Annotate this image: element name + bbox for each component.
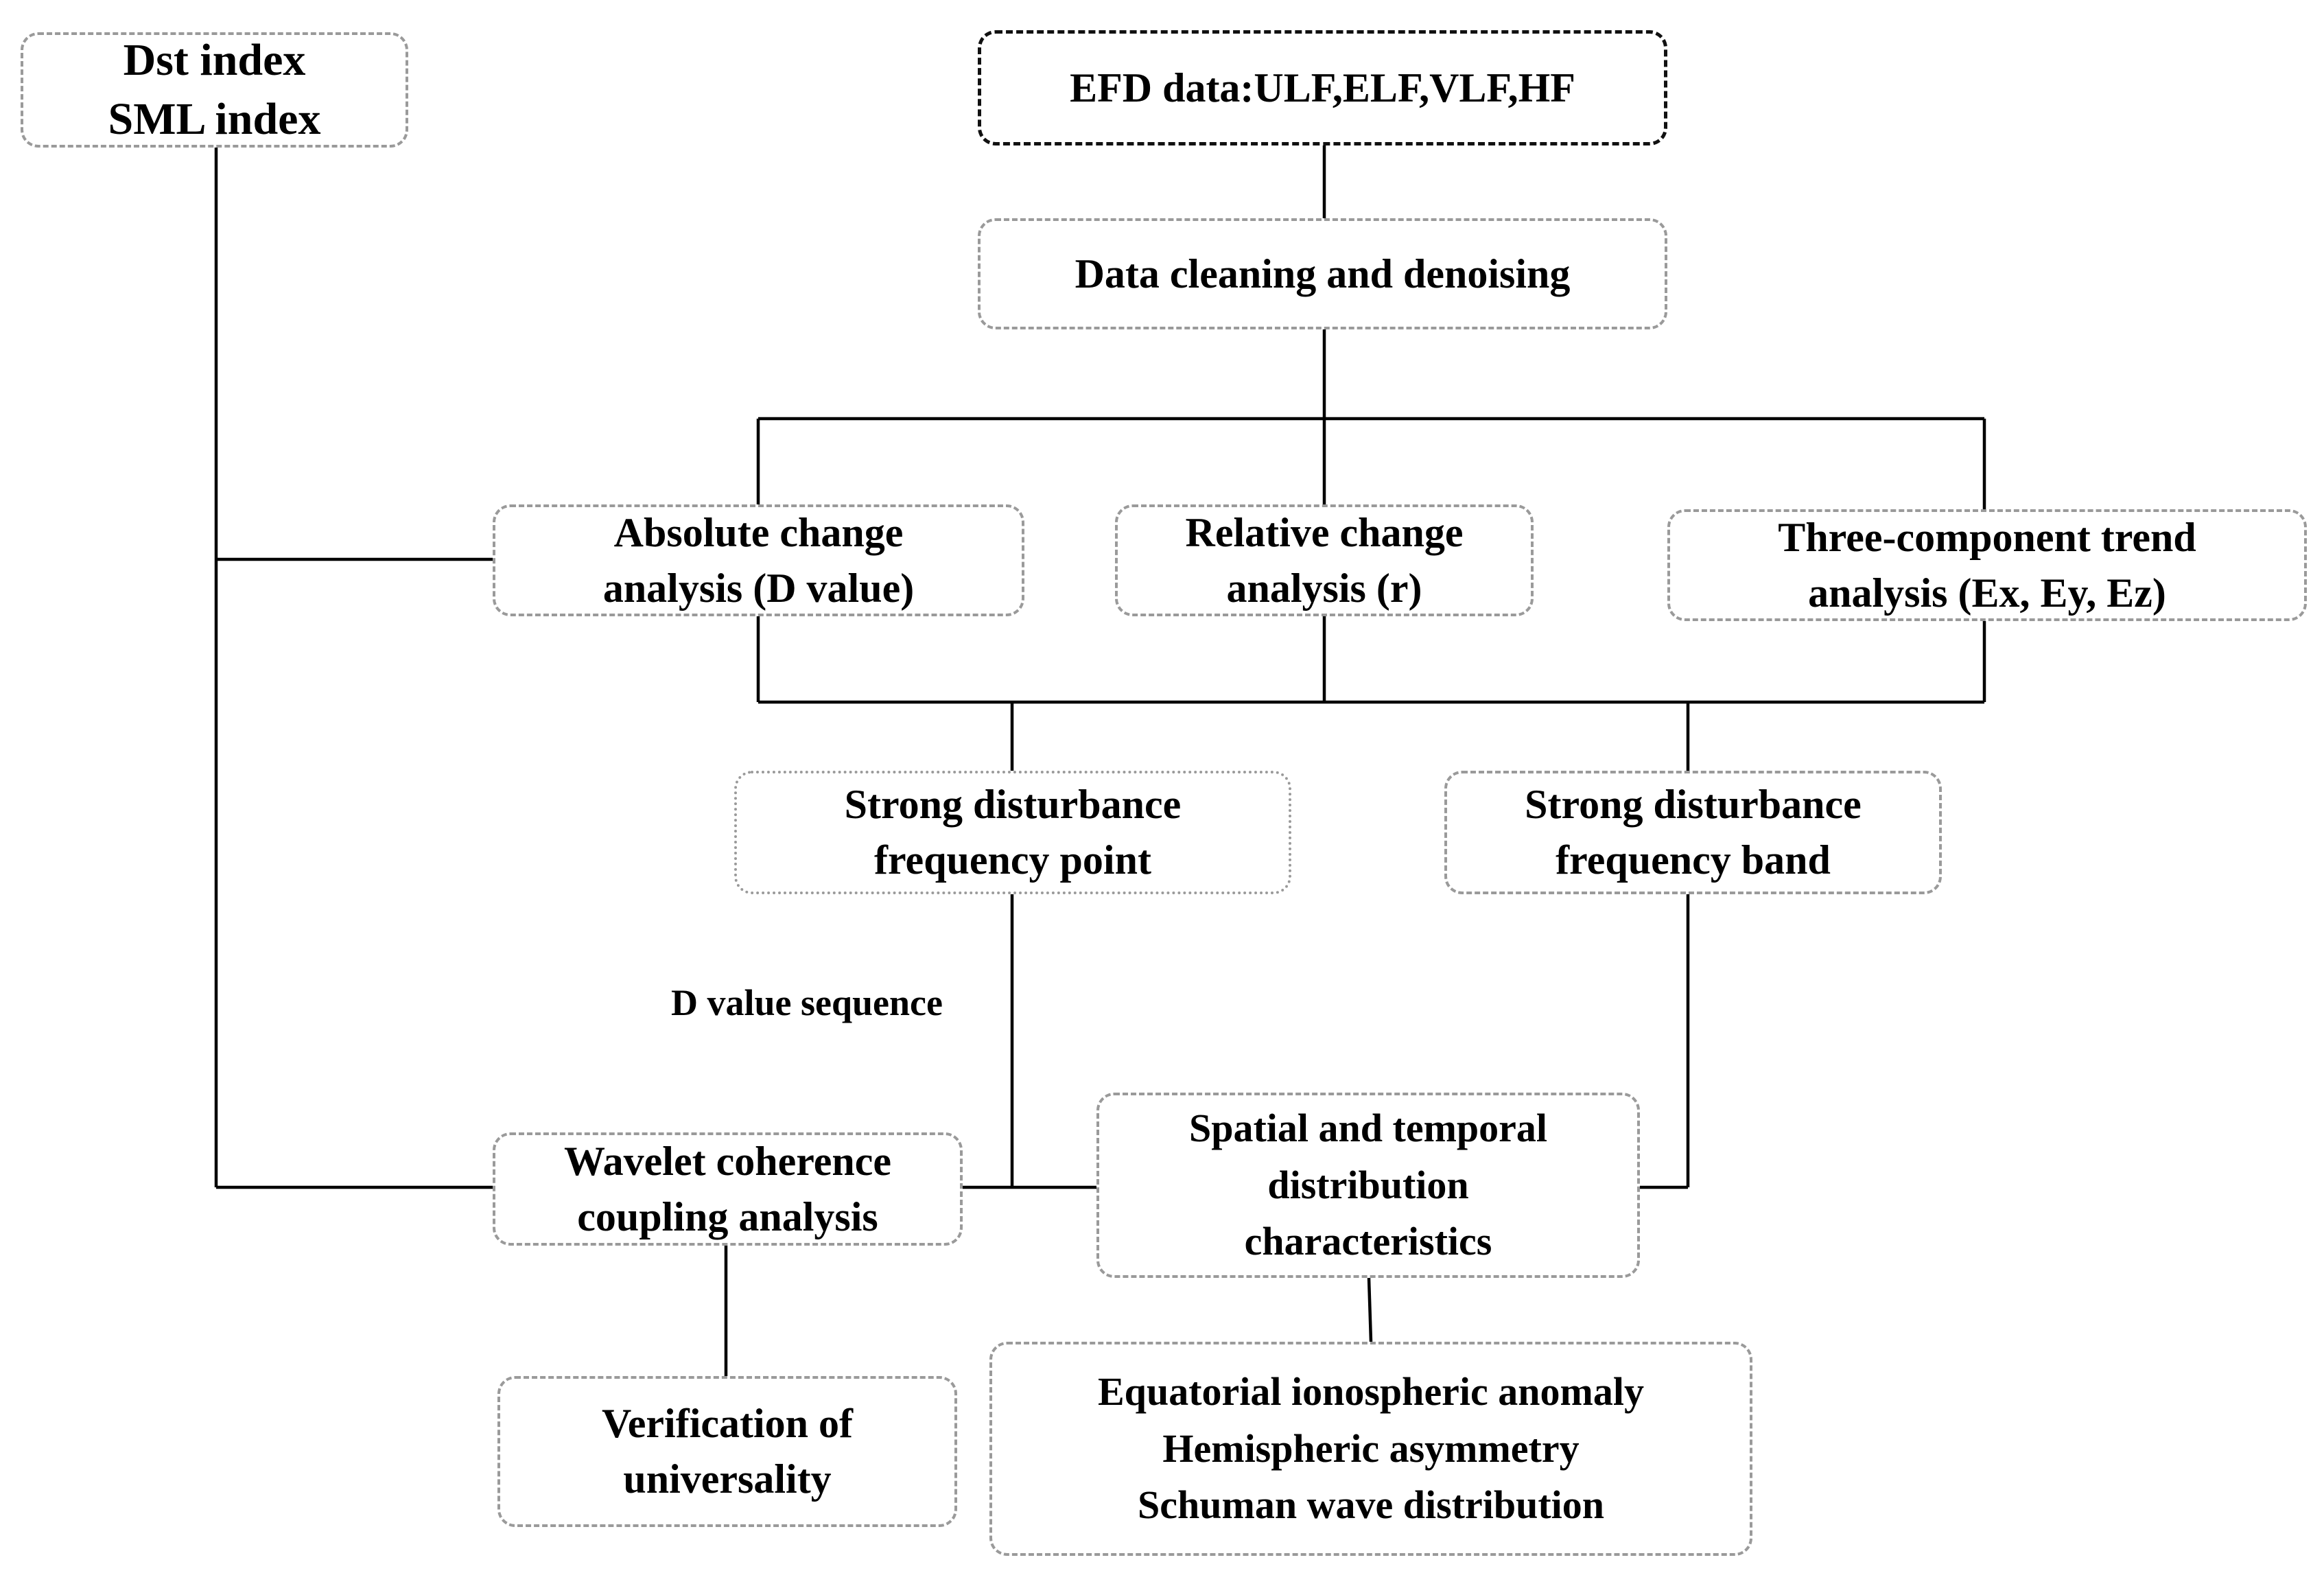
frequency-point-line2: frequency point — [874, 837, 1151, 883]
spatial-temporal-line2: distribution — [1267, 1162, 1469, 1207]
frequency-band-box: Strong disturbance frequency band — [1444, 771, 1942, 894]
spatial-temporal-line1: Spatial and temporal — [1188, 1106, 1548, 1151]
wavelet-coherence-box: Wavelet coherence coupling analysis — [493, 1132, 963, 1246]
wavelet-coherence-line2: coupling analysis — [577, 1193, 878, 1239]
efd-data-box: EFD data:ULF,ELF,VLF,HF — [978, 30, 1667, 145]
absolute-change-line2: analysis (D value) — [602, 565, 915, 611]
d-value-sequence-label: D value sequence — [671, 982, 943, 1023]
frequency-point-box: Strong disturbance frequency point — [734, 771, 1291, 894]
verification-line1: Verification of — [601, 1401, 854, 1446]
three-component-line1: Three-component trend — [1778, 514, 2196, 560]
indices-box: Dst index SML index — [21, 32, 408, 148]
three-component-box: Three-component trend analysis (Ex, Ey, … — [1667, 509, 2307, 621]
equatorial-anomaly-label: Equatorial ionospheric anomaly — [1098, 1369, 1644, 1414]
relative-change-box: Relative change analysis (r) — [1115, 504, 1534, 616]
relative-change-line1: Relative change — [1185, 509, 1464, 555]
absolute-change-line1: Absolute change — [613, 509, 904, 555]
frequency-band-line2: frequency band — [1556, 837, 1831, 883]
sml-index-label: SML index — [108, 94, 321, 144]
absolute-change-box: Absolute change analysis (D value) — [493, 504, 1024, 616]
relative-change-line2: analysis (r) — [1226, 565, 1422, 611]
data-cleaning-label: Data cleaning and denoising — [1075, 251, 1571, 296]
hemispheric-asymmetry-label: Hemispheric asymmetry — [1162, 1425, 1580, 1471]
dst-index-label: Dst index — [123, 35, 306, 86]
spatial-temporal-line3: characteristics — [1244, 1219, 1492, 1264]
verification-line2: universality — [623, 1456, 832, 1502]
wavelet-coherence-line1: Wavelet coherence — [563, 1138, 892, 1184]
verification-box: Verification of universality — [497, 1376, 957, 1527]
anomalies-box: Equatorial ionospheric anomaly Hemispher… — [989, 1342, 1752, 1556]
efd-data-label: EFD data:ULF,ELF,VLF,HF — [1070, 65, 1575, 110]
spatial-temporal-box: Spatial and temporal distribution charac… — [1096, 1093, 1640, 1278]
schuman-wave-label: Schuman wave distribution — [1137, 1482, 1605, 1528]
three-component-line2: analysis (Ex, Ey, Ez) — [1808, 570, 2166, 616]
data-cleaning-box: Data cleaning and denoising — [978, 218, 1667, 329]
frequency-band-line1: Strong disturbance — [1525, 782, 1862, 827]
frequency-point-line1: Strong disturbance — [844, 782, 1182, 827]
